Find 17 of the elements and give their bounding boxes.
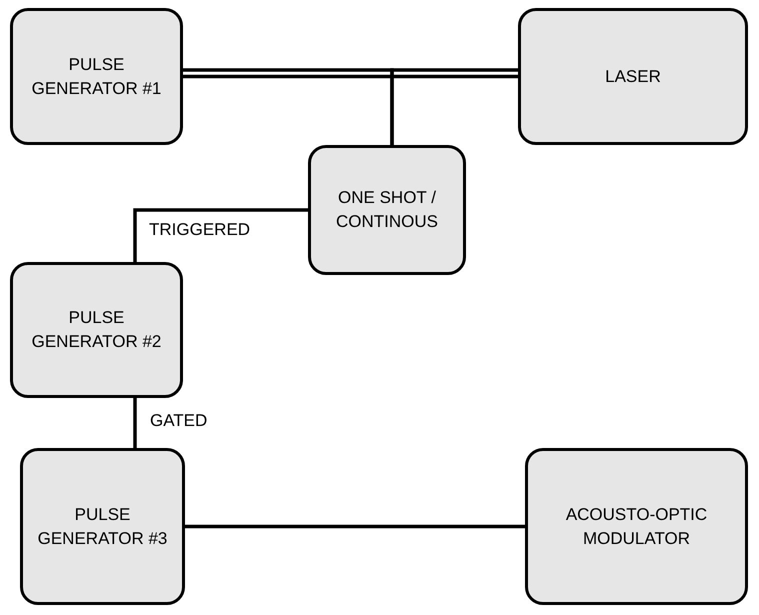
connector-line <box>185 524 525 528</box>
process-box <box>10 262 183 398</box>
box-label: LASER <box>604 66 662 88</box>
process-box <box>10 8 183 145</box>
box-label: PULSE GENERATOR #2 <box>30 307 162 353</box>
connector-line <box>133 398 137 448</box>
process-box <box>518 8 748 145</box>
box-label: PULSE GENERATOR #3 <box>36 504 168 550</box>
process-box <box>308 145 466 275</box>
connector-line <box>390 68 518 145</box>
process-box <box>525 448 748 605</box>
box-label: PULSE GENERATOR #1 <box>30 54 162 100</box>
process-box <box>20 448 185 605</box>
box-label: ONE SHOT / CONTINOUS <box>335 187 439 233</box>
connector-line <box>183 74 518 78</box>
connector-line <box>133 208 308 262</box>
box-label: ACOUSTO-OPTIC MODULATOR <box>564 504 708 550</box>
